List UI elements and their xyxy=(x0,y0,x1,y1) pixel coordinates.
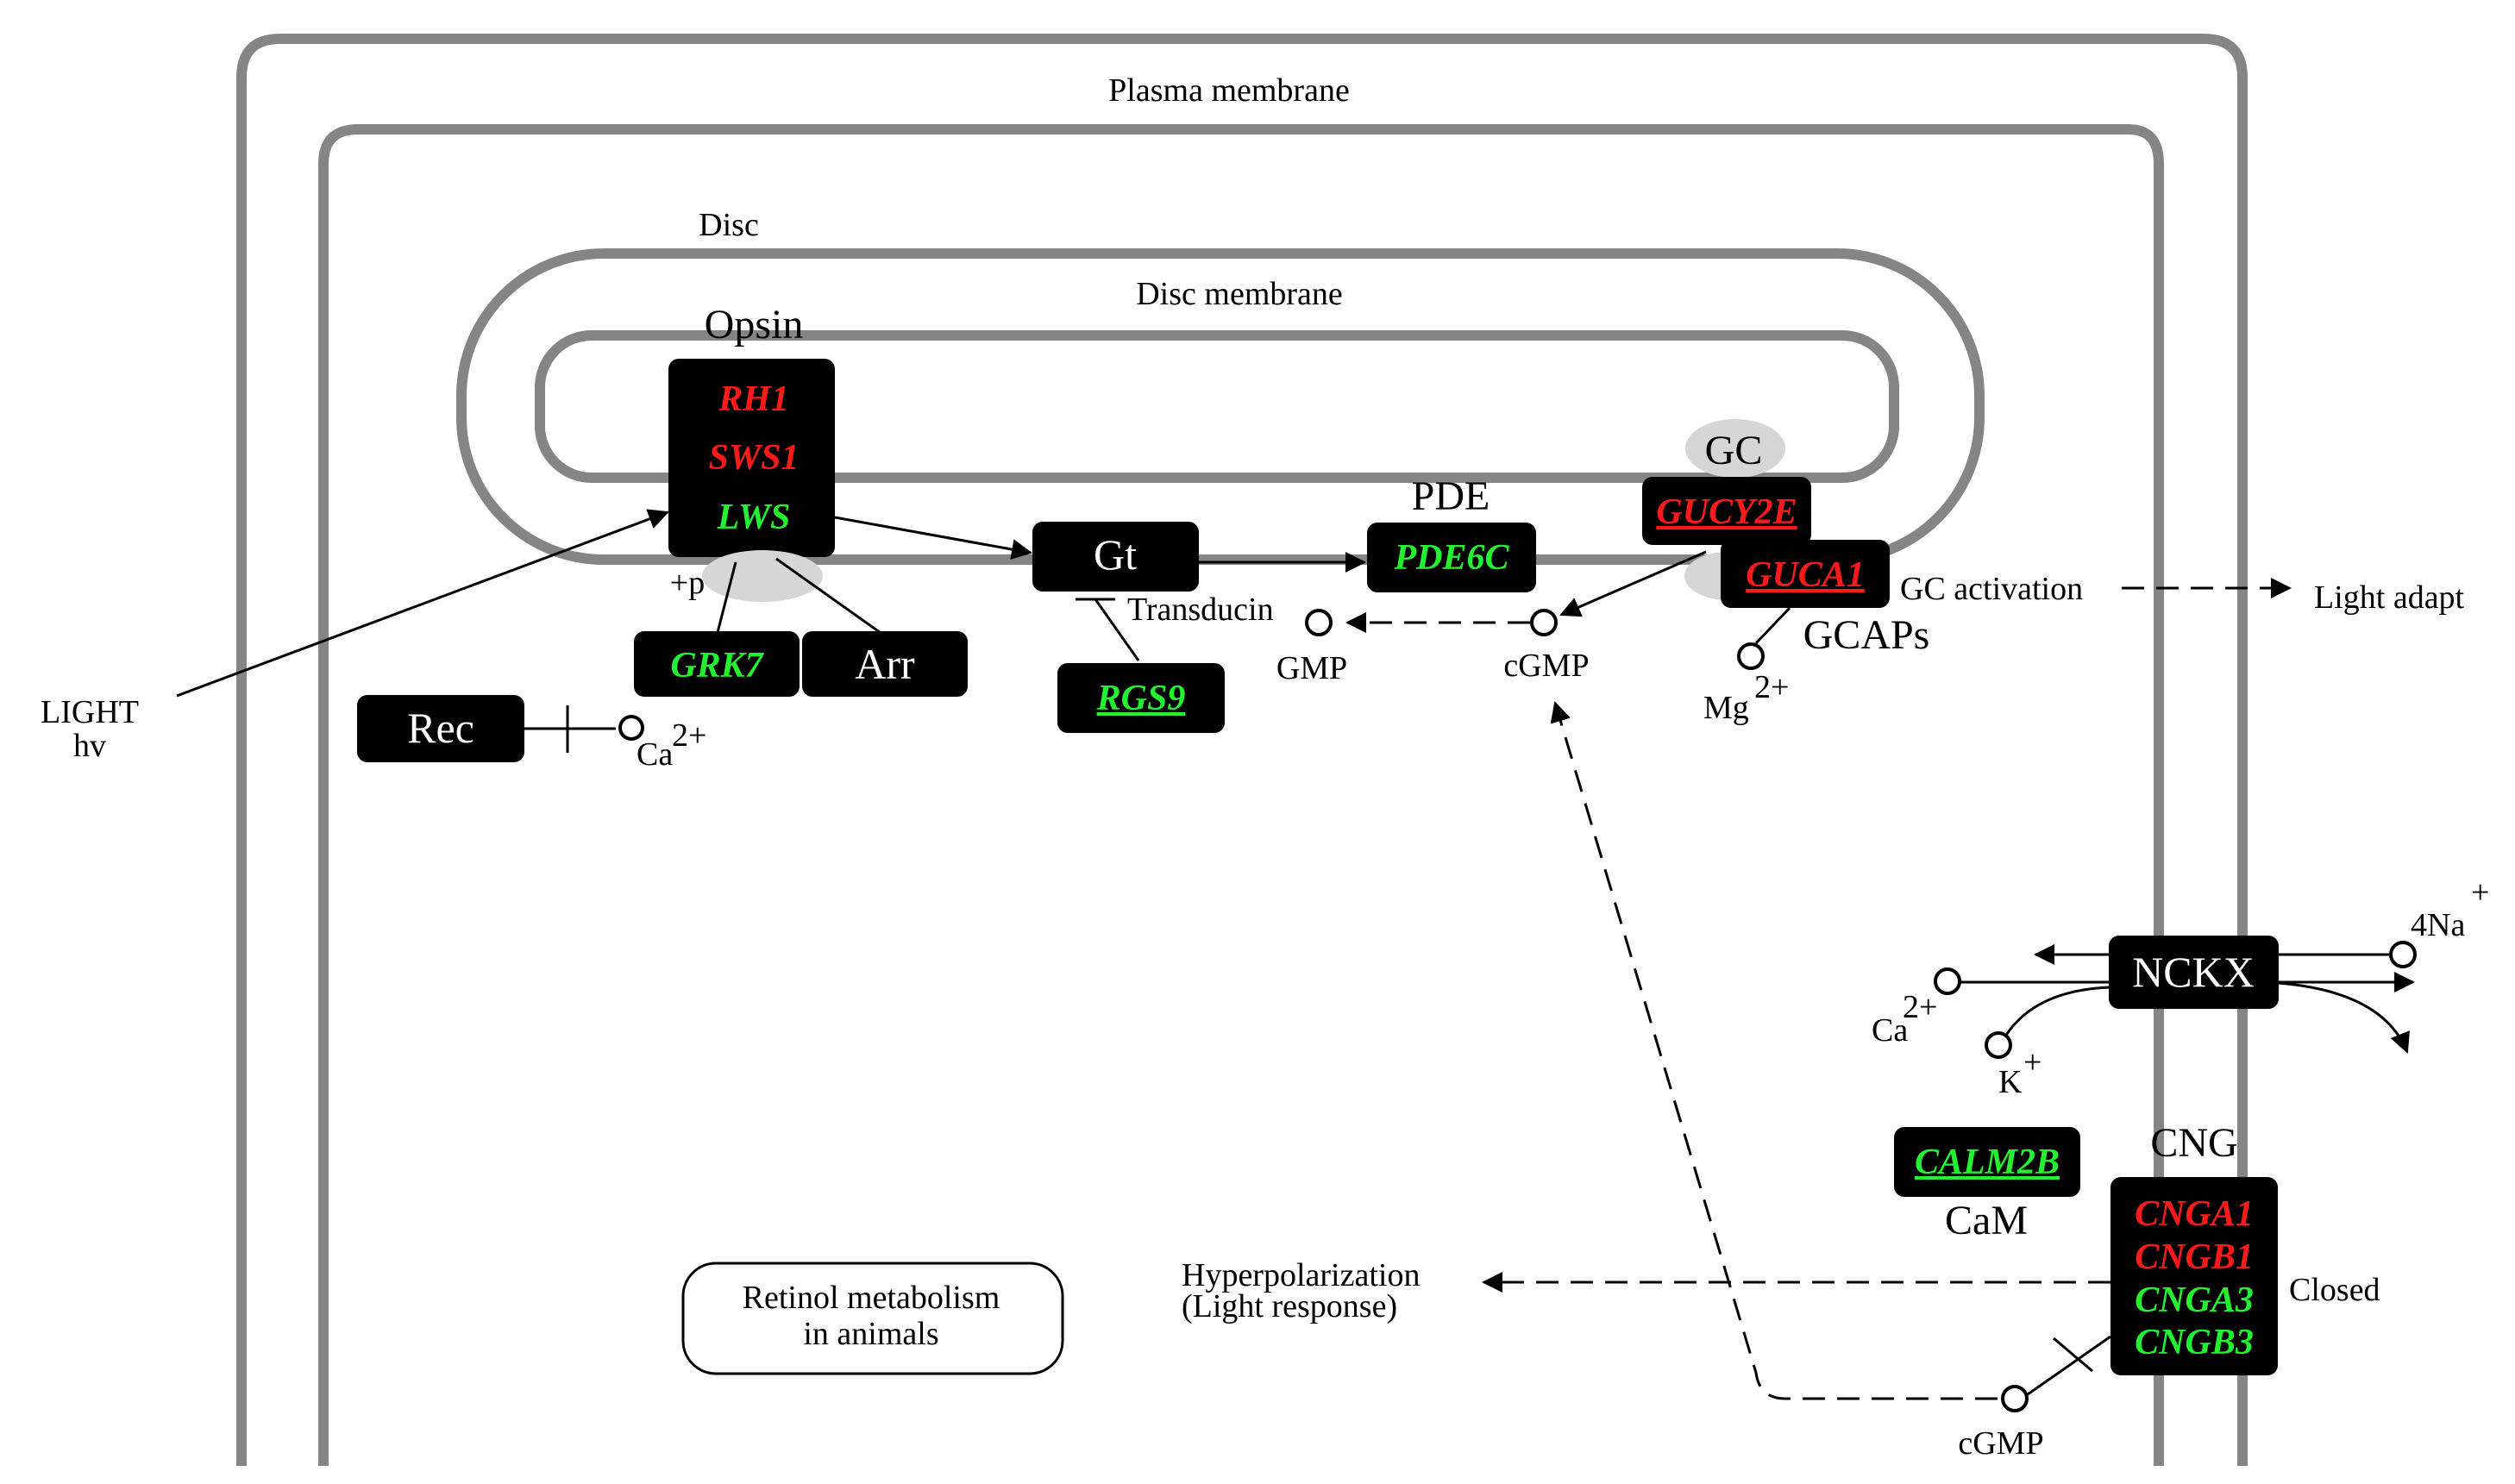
opsin-phosphorylation-site xyxy=(702,550,823,602)
ca-right-superscript: 2+ xyxy=(1903,989,1937,1025)
calm2b-node[interactable] xyxy=(1894,1127,2080,1197)
cgmp-cng-inhibit-bar xyxy=(2053,1337,2093,1373)
gene-sws1[interactable]: SWS1 xyxy=(708,438,799,478)
na-label: 4Na xyxy=(2411,907,2465,943)
opsin-node[interactable] xyxy=(668,359,835,557)
mg-circle xyxy=(1737,642,1765,670)
na-circle xyxy=(2389,941,2417,968)
disc-membrane-inner xyxy=(535,330,1899,483)
plus-p-label: +p xyxy=(670,565,705,601)
cam-label: CaM xyxy=(1945,1198,2028,1243)
grk7-node[interactable] xyxy=(634,631,800,697)
pde-label: PDE xyxy=(1412,473,1490,519)
na-superscript: + xyxy=(2471,874,2489,911)
opsin-to-grk7-line xyxy=(714,561,737,640)
cng-label: CNG xyxy=(2150,1120,2237,1166)
ca-left-superscript: 2+ xyxy=(672,717,706,754)
ca-right-label: Ca xyxy=(1872,1012,1908,1049)
gc-to-cgmp-arrow xyxy=(1559,550,1707,617)
gc-activation-label: GC activation xyxy=(1900,571,2083,607)
gmp-label: GMP xyxy=(1276,650,1347,686)
gt-label[interactable]: Gt xyxy=(1094,530,1137,579)
disc-label: Disc xyxy=(699,207,759,243)
ca-left-label: Ca xyxy=(637,736,673,773)
nckx-k-curve xyxy=(2001,986,2110,1042)
gt-node[interactable] xyxy=(1032,522,1199,592)
guca1-to-mg-line xyxy=(1754,606,1791,645)
cgmp-top-circle xyxy=(1530,609,1558,636)
cgmp-bottom-to-cng-line xyxy=(2027,1335,2111,1396)
k-circle xyxy=(1985,1031,2012,1059)
gene-rgs9[interactable]: RGS9 xyxy=(1096,679,1186,718)
disc-membrane-outer xyxy=(456,248,1985,565)
gene-cngb3[interactable]: CNGB3 xyxy=(2135,1323,2254,1362)
nckx-node[interactable] xyxy=(2109,936,2279,1009)
opsin-to-gt-arrow xyxy=(834,516,1032,560)
gene-guca1[interactable]: GUCA1 xyxy=(1746,555,1865,595)
plasma-membrane-label: Plasma membrane xyxy=(1108,72,1350,109)
gene-pde6c[interactable]: PDE6C xyxy=(1393,538,1509,578)
cgmp-bottom-label: cGMP xyxy=(1958,1425,2043,1462)
rec-label[interactable]: Rec xyxy=(407,704,474,752)
light-arrow xyxy=(176,509,669,698)
pde6c-node[interactable] xyxy=(1367,523,1536,592)
mg-superscript: 2+ xyxy=(1754,669,1789,705)
hyperpolarization-label: Hyperpolarization xyxy=(1182,1257,1420,1293)
plasma-membrane-outer xyxy=(236,34,2248,1466)
cng-node[interactable] xyxy=(2110,1177,2278,1375)
opsin-label: Opsin xyxy=(705,302,804,348)
light-adapt-label: Light adapt xyxy=(2314,579,2465,616)
k-label: K xyxy=(1998,1064,2023,1100)
transducin-label: Transducin xyxy=(1127,592,1274,628)
nckx-out-curve xyxy=(2278,981,2410,1054)
plasma-membrane-inner xyxy=(318,124,2164,1466)
gene-calm2b[interactable]: CALM2B xyxy=(1915,1143,2060,1182)
gene-grk7[interactable]: GRK7 xyxy=(670,646,764,686)
opsin-to-arr-line xyxy=(775,557,884,636)
cgmp-bottom-circle xyxy=(2001,1385,2029,1412)
hv-label: hv xyxy=(73,728,106,764)
gc-label: GC xyxy=(1705,428,1763,473)
arr-label[interactable]: Arr xyxy=(855,640,915,688)
arr-node[interactable] xyxy=(802,631,968,697)
rgs9-node[interactable] xyxy=(1057,663,1225,733)
closed-label: Closed xyxy=(2289,1272,2380,1308)
ca-left-circle xyxy=(618,715,644,741)
mg-label: Mg xyxy=(1703,690,1749,726)
cgmp-return-dashed-arrow xyxy=(1550,701,1998,1400)
disc-membrane-label: Disc membrane xyxy=(1136,276,1343,312)
retinol-metabolism-line1[interactable]: Retinol metabolism xyxy=(743,1280,1000,1316)
retinol-metabolism-box[interactable] xyxy=(681,1262,1064,1375)
k-superscript: + xyxy=(2023,1044,2041,1080)
rec-node[interactable] xyxy=(357,695,524,762)
gcaps-label: GCAPs xyxy=(1803,612,1930,658)
gene-rh1[interactable]: RH1 xyxy=(718,379,789,419)
cgmp-top-label: cGMP xyxy=(1503,648,1589,684)
gene-cnga1[interactable]: CNGA1 xyxy=(2135,1194,2254,1234)
gene-cngb1[interactable]: CNGB1 xyxy=(2135,1237,2254,1277)
retinol-metabolism-line2[interactable]: in animals xyxy=(803,1316,938,1352)
ca-right-circle xyxy=(1934,967,1961,995)
gt-transducin-line xyxy=(1094,598,1140,661)
light-response-label: (Light response) xyxy=(1182,1288,1397,1324)
light-label: LIGHT xyxy=(41,694,139,730)
gene-gucy2e[interactable]: GUCY2E xyxy=(1656,492,1797,532)
gucy2e-node[interactable] xyxy=(1642,477,1811,545)
gene-cnga3[interactable]: CNGA3 xyxy=(2135,1280,2254,1320)
gene-lws[interactable]: LWS xyxy=(717,498,791,537)
nckx-label[interactable]: NCKX xyxy=(2132,948,2255,996)
guca1-node[interactable] xyxy=(1721,540,1890,608)
gc-membrane-blob xyxy=(1685,419,1785,478)
gmp-circle xyxy=(1305,609,1333,636)
